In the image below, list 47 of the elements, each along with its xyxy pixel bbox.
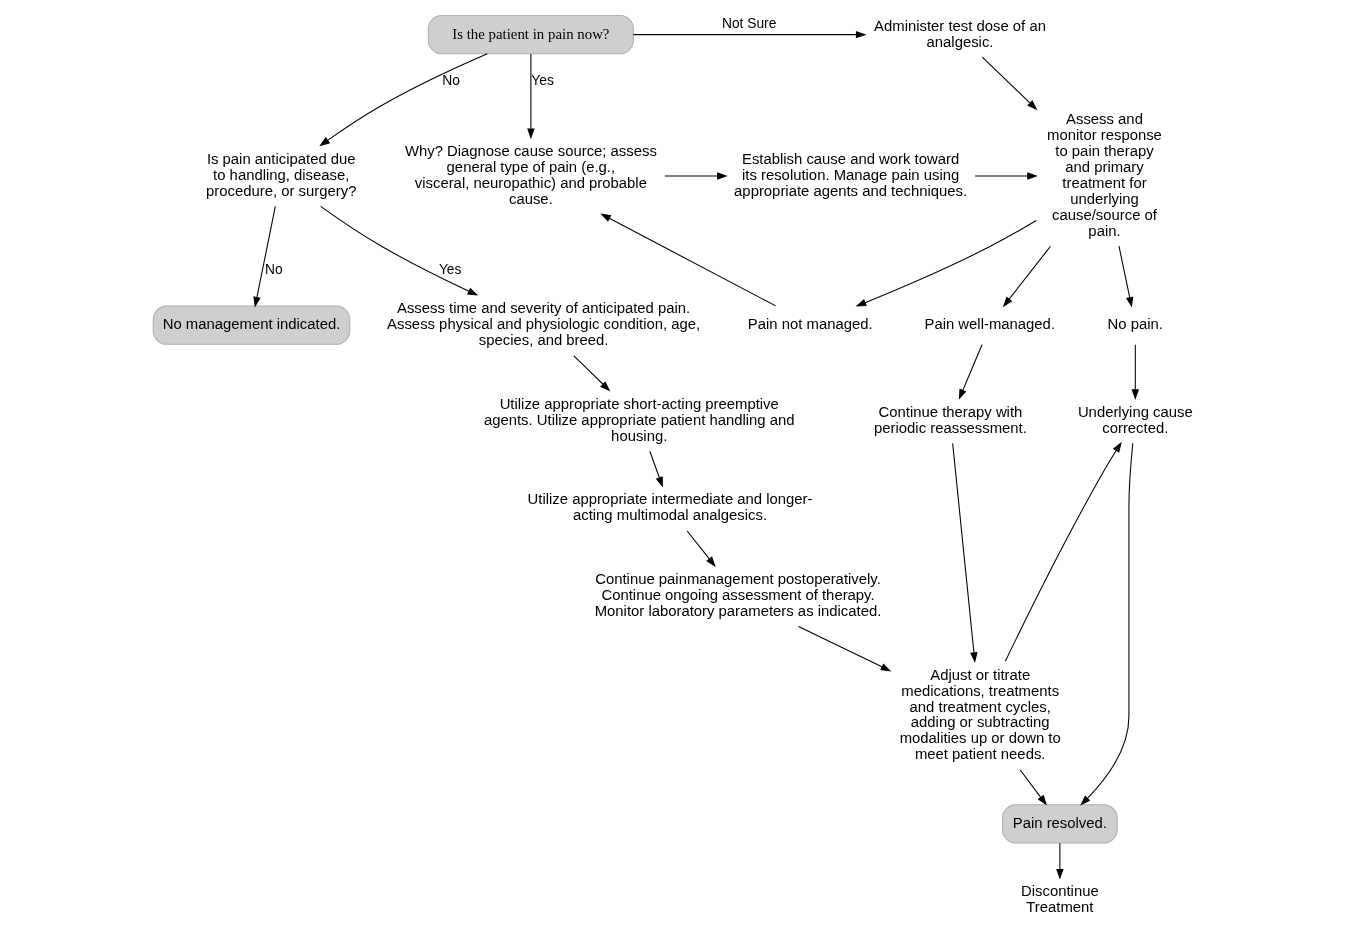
arrow <box>855 220 1037 307</box>
node-text: Establish cause and work toward its resolution. Manage pain using appropriate agents and techniques. <box>734 150 968 199</box>
arrow <box>573 355 611 392</box>
arrow <box>649 450 663 488</box>
node-text: Assess and monitor response to pain therapy and primary treatment for underlying cause/source of pain. <box>1047 111 1162 239</box>
edge-label: No <box>442 72 461 88</box>
arrow <box>974 172 1038 180</box>
arrow <box>600 213 777 307</box>
node-text: Continue painmanagement postoperatively. Continue ongoing assessment of therapy. Monitor laboratory parameters as indicated. <box>594 571 882 619</box>
arrow <box>1002 245 1051 308</box>
arrow <box>1118 245 1134 308</box>
edge-label: Yes <box>531 72 554 88</box>
arrow <box>981 56 1038 111</box>
node-text: Pain well-managed. <box>924 316 1056 333</box>
arrow <box>632 30 867 39</box>
node-text: Pain not managed. <box>747 316 873 333</box>
arrow <box>958 344 983 400</box>
node-text: Discontinue Treatment <box>1021 883 1099 916</box>
node-box: Is the patient in pain now? <box>427 15 634 55</box>
arrow <box>952 442 978 663</box>
arrow <box>686 530 716 567</box>
edge-label: No <box>264 262 283 278</box>
arrow <box>1080 442 1134 806</box>
arrow <box>320 205 479 296</box>
node-box: Pain resolved. <box>1002 804 1118 844</box>
node-text: Adjust or titrate medications, treatments and treatment cycles, adding or subtracting modalities up or down to meet patient needs. <box>899 666 1061 763</box>
node-box: No management indicated. <box>152 305 351 345</box>
arrow <box>798 625 892 672</box>
node-text: Why? Diagnose cause source; assess general type of pain (e.g., visceral, neuropathic) and probable cause. <box>404 142 657 207</box>
node-text: Is pain anticipated due to handling, disease, procedure, or surgery? <box>206 150 357 199</box>
node-text: Underlying cause corrected. <box>1077 403 1193 436</box>
node-text: Assess time and severity of anticipated pain. Assess physical and physiologic condition, age, species, and breed. <box>387 300 701 349</box>
edge-label: Not Sure <box>721 15 777 31</box>
arrow <box>253 205 276 308</box>
arrow <box>1131 344 1139 400</box>
arrow <box>1004 441 1122 662</box>
node-text: Utilize appropriate short-acting preemptive agents. Utilize appropriate patient handling and housing. <box>483 395 795 444</box>
arrow <box>1019 769 1047 806</box>
arrow <box>527 53 535 140</box>
arrow <box>664 172 728 180</box>
node-text: No pain. <box>1107 316 1163 333</box>
node-text: Continue therapy with periodic reassessment. <box>874 403 1027 436</box>
node-text: Utilize appropriate intermediate and longer-acting multimodal analgesics. <box>527 491 813 524</box>
edge-label: Yes <box>438 262 462 278</box>
node-text: Administer test dose of an analgesic. <box>874 17 1046 50</box>
arrow <box>319 53 488 147</box>
arrow <box>1056 842 1064 880</box>
